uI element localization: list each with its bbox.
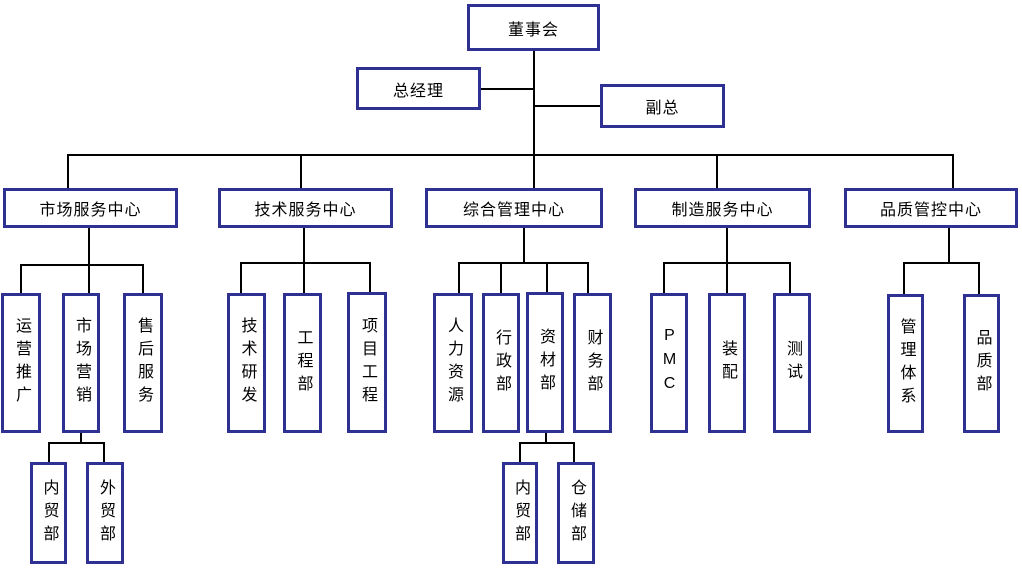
connector-comprehensive-drop-1 xyxy=(458,262,460,293)
dept-label: 管理体系 xyxy=(897,317,915,410)
connector-quality-drop-2 xyxy=(978,262,980,294)
org-node-dept-management-system: 管理体系 xyxy=(887,294,924,433)
dept-label: 售后服务 xyxy=(135,317,152,409)
org-node-center-comprehensive: 综合管理中心 xyxy=(425,188,603,228)
connector-materials-rail xyxy=(519,442,575,444)
connector-drop-quality xyxy=(952,154,954,189)
dept-label: 资材部 xyxy=(537,328,554,397)
org-node-dept-operations-promotion: 运营推广 xyxy=(1,293,41,433)
org-node-deputy-general: 副总 xyxy=(600,84,725,128)
org-node-center-manufacturing: 制造服务中心 xyxy=(634,188,811,228)
connector-tech-drop-1 xyxy=(240,262,242,293)
org-node-center-market: 市场服务中心 xyxy=(3,188,178,228)
connector-drop-market xyxy=(67,154,69,189)
connector-drop-manufacturing xyxy=(716,154,718,189)
dept-label: 装配 xyxy=(719,340,736,386)
dept-label: 内贸部 xyxy=(40,478,58,548)
dept-label: 技术研发 xyxy=(238,317,256,409)
org-node-dept-project-engineering: 项目工程 xyxy=(347,292,387,433)
dept-label: 测试 xyxy=(784,340,801,386)
connector-quality-trunk xyxy=(948,228,950,263)
connector-comprehensive-drop-4 xyxy=(587,262,589,293)
connector-marketing-drop-2 xyxy=(103,442,105,462)
dept-label: 工程部 xyxy=(294,328,312,398)
connector-manufacturing-drop-1 xyxy=(663,262,665,293)
org-node-dept-quality: 品质部 xyxy=(963,294,1000,433)
connector-marketing-rail xyxy=(48,442,105,444)
dept-label: 外贸部 xyxy=(97,478,114,548)
dept-label: 人力资源 xyxy=(445,317,462,409)
dept-label: 市场营销 xyxy=(73,317,90,409)
connector-comprehensive-drop-2 xyxy=(500,262,502,293)
connector-main-rail xyxy=(67,154,954,156)
org-node-dept-engineering: 工程部 xyxy=(283,293,322,433)
org-node-subdept-domestic-trade-marketing: 内贸部 xyxy=(30,462,67,564)
dept-label: PMC xyxy=(661,327,678,399)
connector-manufacturing-rail xyxy=(663,262,791,264)
connector-comprehensive-trunk xyxy=(523,228,525,263)
connector-comprehensive-drop-3 xyxy=(546,262,548,293)
org-node-board: 董事会 xyxy=(467,4,600,51)
connector-manufacturing-trunk xyxy=(726,228,728,293)
connector-board-trunk xyxy=(533,51,535,189)
org-node-dept-pmc: PMC xyxy=(650,293,688,433)
dept-label: 内贸部 xyxy=(512,478,529,548)
connector-drop-tech xyxy=(300,154,302,189)
connector-materials-trunk xyxy=(545,433,547,443)
dept-label: 项目工程 xyxy=(359,316,376,409)
connector-tech-trunk xyxy=(303,228,305,293)
connector-manufacturing-drop-3 xyxy=(789,262,791,293)
dept-label: 行政部 xyxy=(493,328,510,398)
dept-label: 品质部 xyxy=(973,329,991,398)
connector-quality-rail xyxy=(903,262,980,264)
connector-market-drop-3 xyxy=(142,264,144,294)
org-node-dept-administration: 行政部 xyxy=(482,293,520,433)
connector-general-manager xyxy=(481,88,533,90)
connector-market-rail xyxy=(20,264,144,266)
connector-tech-drop-3 xyxy=(369,262,371,293)
org-node-dept-after-sales: 售后服务 xyxy=(123,293,163,433)
dept-label: 仓储部 xyxy=(568,478,585,548)
org-node-dept-testing: 测试 xyxy=(773,293,811,433)
connector-marketing-trunk xyxy=(80,433,82,443)
org-node-subdept-warehouse: 仓储部 xyxy=(557,462,595,564)
connector-quality-drop-1 xyxy=(903,262,905,294)
dept-label: 运营推广 xyxy=(13,317,30,409)
connector-tech-rail xyxy=(240,262,371,264)
dept-label: 财务部 xyxy=(584,328,602,398)
connector-materials-drop-1 xyxy=(519,442,521,462)
org-node-dept-finance: 财务部 xyxy=(573,293,612,433)
connector-deputy xyxy=(534,105,600,107)
org-node-dept-human-resources: 人力资源 xyxy=(433,293,473,433)
org-node-subdept-domestic-trade-materials: 内贸部 xyxy=(502,462,538,564)
org-node-dept-tech-rd: 技术研发 xyxy=(227,293,266,433)
connector-market-trunk xyxy=(88,228,90,294)
connector-marketing-drop-1 xyxy=(48,442,50,462)
org-node-dept-materials: 资材部 xyxy=(526,292,564,433)
connector-comprehensive-rail xyxy=(458,262,588,264)
org-node-general-manager: 总经理 xyxy=(356,67,481,110)
org-node-dept-marketing: 市场营销 xyxy=(62,293,100,433)
connector-materials-drop-2 xyxy=(573,442,575,462)
org-node-center-quality: 品质管控中心 xyxy=(844,188,1018,228)
org-node-dept-assembly: 装配 xyxy=(708,293,746,433)
org-node-center-tech: 技术服务中心 xyxy=(218,188,393,228)
org-node-subdept-foreign-trade: 外贸部 xyxy=(86,462,124,564)
connector-market-drop-1 xyxy=(20,264,22,294)
